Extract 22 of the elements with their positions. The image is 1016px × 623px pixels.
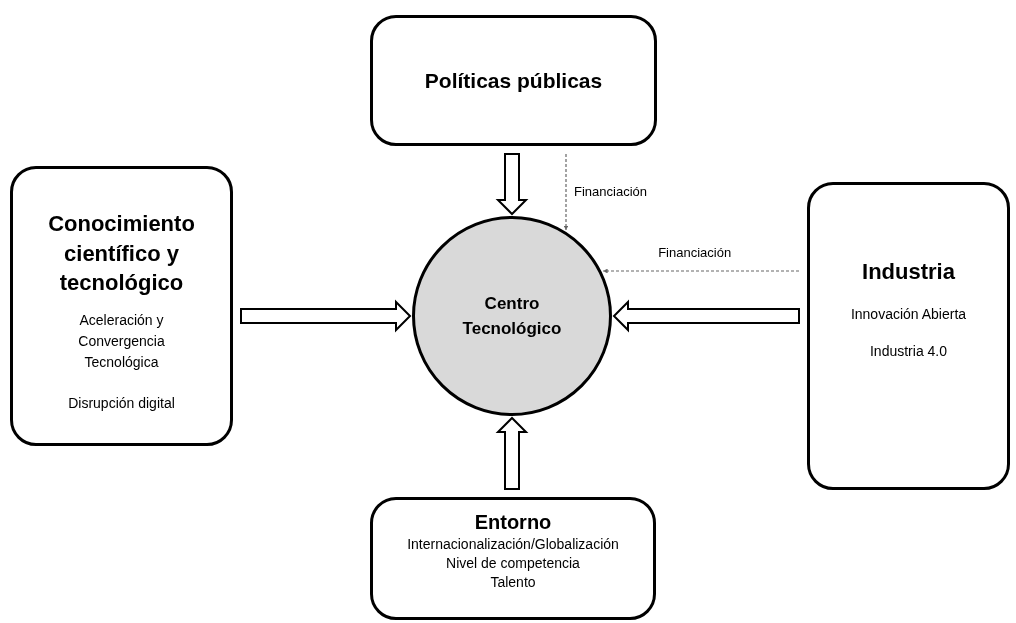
rounded-box <box>370 15 657 146</box>
node-text: Nivel de competencia <box>446 553 580 573</box>
rounded-box <box>807 182 1010 490</box>
node-title: Conocimiento científico y tecnológico <box>47 210 196 298</box>
dashed-arrow <box>563 153 569 231</box>
rounded-box <box>370 497 656 620</box>
block-arrow <box>612 299 800 333</box>
rounded-box <box>10 166 233 446</box>
node-text: Innovación Abierta <box>850 305 967 324</box>
node-title: Industria <box>862 258 955 286</box>
node-text: Internacionalización/Globalización <box>407 535 619 554</box>
node-text: Talento <box>490 572 536 592</box>
node-title: Políticas públicas <box>424 67 603 94</box>
node-title: Centro Tecnológico <box>461 292 563 340</box>
dashed-arrow <box>602 268 800 274</box>
node-title: Entorno <box>474 510 552 535</box>
node-text: Disrupción digital <box>68 394 175 414</box>
node-text: Industria 4.0 <box>869 342 948 361</box>
block-arrow <box>495 153 529 216</box>
node-text: Aceleración y Convergencia Tecnológica <box>77 311 166 373</box>
block-arrow <box>240 299 412 333</box>
block-arrow <box>495 416 529 490</box>
